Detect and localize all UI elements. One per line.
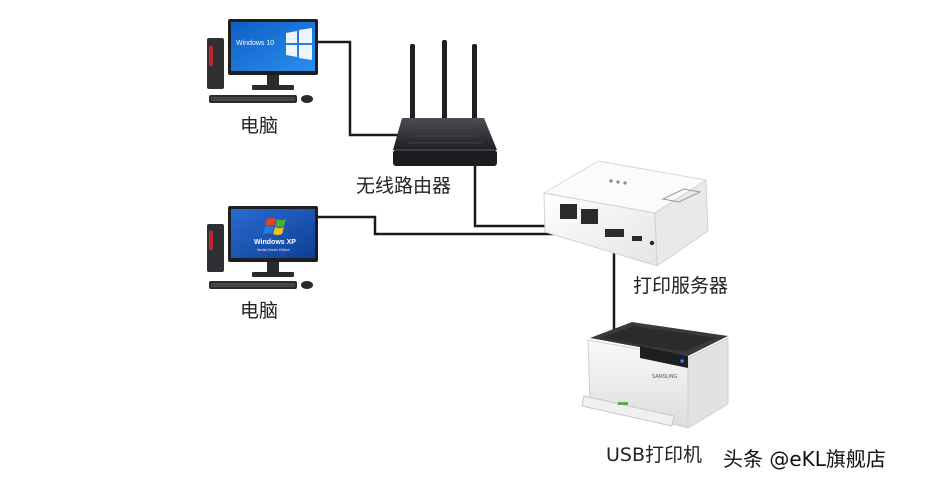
- reset-hole: [649, 240, 655, 246]
- cable-pc-top-to-router: [318, 40, 398, 137]
- printer: SAMSUNG: [581, 322, 729, 429]
- xp-screen-title: Windows XP: [254, 239, 296, 246]
- xp-screen: [231, 209, 315, 258]
- cable-pc-bottom-to-print-server: [318, 215, 568, 236]
- status-led: [616, 180, 620, 184]
- watermark: 头条 @eKL旗舰店: [723, 447, 886, 471]
- cables: [318, 40, 616, 330]
- router: [393, 40, 497, 166]
- printer-brand: SAMSUNG: [652, 374, 677, 380]
- router-antenna: [442, 40, 447, 120]
- router-label: 无线路由器: [356, 175, 452, 197]
- pc-bottom-mouse: [301, 281, 313, 289]
- usb-port: [605, 229, 624, 237]
- pc-bottom: Windows XP Media Center Edition: [207, 206, 318, 289]
- device-logo-sticker: [661, 188, 702, 203]
- print-server-label: 打印服务器: [633, 275, 729, 297]
- status-led: [609, 179, 613, 183]
- ethernet-port: [581, 209, 598, 224]
- windows-xp-logo-icon: [263, 218, 286, 235]
- xp-screen-subtitle: Media Center Edition: [257, 248, 290, 252]
- pc-top-mouse: [301, 95, 313, 103]
- router-antenna: [410, 44, 415, 120]
- micro-usb-port: [632, 236, 642, 241]
- ethernet-port: [560, 204, 577, 219]
- win10-screen-title: Windows 10: [236, 40, 275, 47]
- router-body: [393, 118, 497, 150]
- printer-label: USB打印机: [606, 444, 703, 466]
- print-server: [542, 160, 709, 267]
- windows-10-logo-icon: [286, 28, 312, 60]
- router-antenna: [472, 44, 477, 120]
- pc-top-label: 电脑: [240, 115, 279, 137]
- status-led: [623, 181, 627, 185]
- pc-bottom-label: 电脑: [240, 300, 279, 322]
- cable-router-to-print-server: [473, 165, 562, 228]
- pc-top: [207, 19, 318, 103]
